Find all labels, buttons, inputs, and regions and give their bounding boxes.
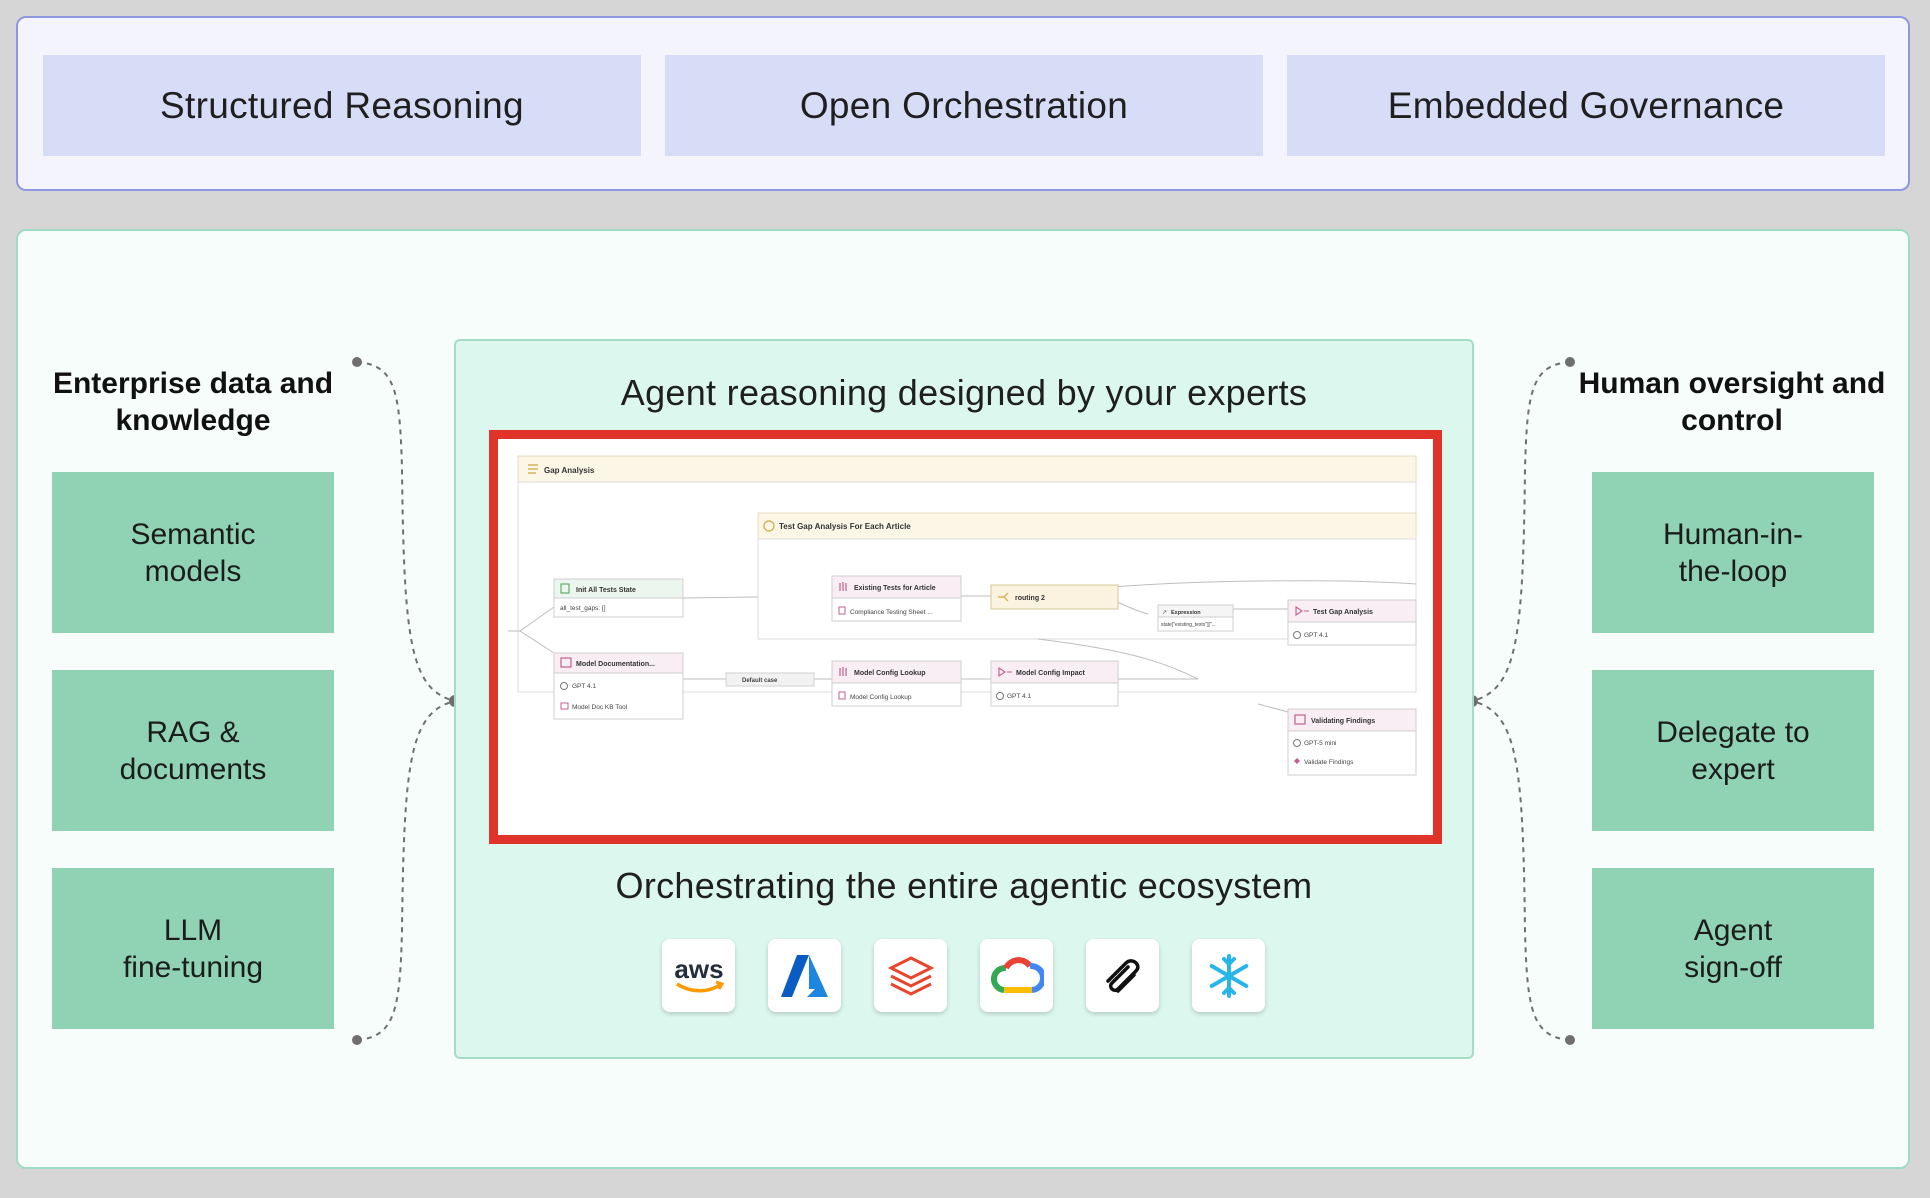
svg-text:Test Gap Analysis: Test Gap Analysis: [1313, 609, 1373, 616]
svg-text:Model Config Impact: Model Config Impact: [1016, 670, 1086, 677]
svg-text:Model Doc KB Tool: Model Doc KB Tool: [572, 704, 628, 711]
left-bracket-dot-bottom: [352, 1035, 362, 1045]
node-validating-findings: Validating Findings GPT-5 mini Validate …: [1287, 708, 1417, 776]
left-column-title: Enterprise data and knowledge: [52, 367, 334, 437]
tile-line: Semantic: [130, 517, 256, 551]
node-existing-tests: Existing Tests for Article Compliance Te…: [831, 575, 962, 622]
svg-text:GPT 4.1: GPT 4.1: [1007, 693, 1031, 700]
svg-text:Validating Findings: Validating Findings: [1311, 718, 1375, 725]
google-cloud-logo-icon: [980, 939, 1053, 1012]
diamond-icon: [1294, 758, 1300, 764]
svg-text:all_test_gaps: []: all_test_gaps: []: [560, 605, 606, 612]
tile-line: LLM: [163, 913, 223, 947]
svg-text:Compliance Testing Sheet ...: Compliance Testing Sheet ...: [850, 609, 933, 616]
tile-line: documents: [119, 752, 267, 786]
svg-text:Existing Tests for Article: Existing Tests for Article: [854, 585, 936, 592]
tile-line: fine-tuning: [122, 950, 264, 984]
svg-text:Model Documentation...: Model Documentation...: [576, 661, 655, 668]
right-bracket-bottom: [1471, 700, 1571, 1041]
snowflake-logo-icon: [1192, 939, 1265, 1012]
aws-logo-text: aws: [674, 954, 723, 984]
pillar-embedded-governance: Embedded Governance: [1287, 55, 1885, 156]
node-test-gap-analysis: Test Gap Analysis GPT 4.1: [1287, 599, 1417, 646]
llm-icon: [1294, 714, 1306, 725]
pillar-structured-reasoning: Structured Reasoning: [43, 55, 641, 156]
routing-icon: [998, 592, 1009, 602]
hand-icon: [839, 667, 847, 676]
right-bracket-top: [1471, 361, 1571, 702]
left-bracket-bottom: [356, 700, 456, 1041]
svg-text:Validate Findings: Validate Findings: [1304, 759, 1354, 766]
node-model-config-lookup: Model Config Lookup Model Config Lookup: [831, 660, 962, 707]
center-subtitle: Orchestrating the entire agentic ecosyst…: [615, 865, 1313, 906]
tool-icon: [560, 702, 569, 710]
node-default-case: Default case: [725, 672, 815, 687]
svg-text:GPT 4.1: GPT 4.1: [572, 683, 596, 690]
agent-icon: [1295, 605, 1309, 617]
svg-text:Model Config Lookup: Model Config Lookup: [854, 670, 926, 677]
llm-icon: [560, 657, 572, 668]
tile-line: RAG &: [146, 715, 240, 749]
tile-line: sign-off: [1684, 950, 1782, 984]
tile-line: the-loop: [1678, 554, 1788, 588]
paperclip-logo-icon: [1086, 939, 1159, 1012]
model-dot-icon: [560, 682, 568, 690]
left-bracket-dot-top: [352, 357, 362, 367]
tile-rag-documents: RAG &documents: [52, 670, 334, 831]
workflow-canvas: Gap Analysis Test Gap Analysis For Each …: [498, 439, 1433, 835]
loop-title: Test Gap Analysis For Each Article: [779, 522, 911, 531]
tile-line: expert: [1691, 752, 1775, 786]
node-model-documentation: Model Documentation... GPT 4.1 Model Doc…: [553, 652, 684, 720]
expression-icon: ↗: [1162, 610, 1167, 616]
pillar-open-orchestration: Open Orchestration: [665, 55, 1263, 156]
loop-icon: [763, 520, 775, 532]
svg-text:GPT 4.1: GPT 4.1: [1304, 632, 1328, 639]
svg-text:state["existing_tests"]["...: state["existing_tests"]["...: [1161, 622, 1216, 628]
node-routing-2: routing 2: [990, 584, 1119, 610]
svg-text:Init All Tests State: Init All Tests State: [576, 587, 636, 594]
group-title: Gap Analysis: [544, 466, 595, 475]
svg-text:Model Config Lookup: Model Config Lookup: [850, 694, 912, 701]
pillars-panel: Structured Reasoning Open Orchestration …: [16, 16, 1910, 191]
right-bracket-dot-bottom: [1565, 1035, 1575, 1045]
hand-icon: [839, 582, 847, 591]
tile-line: models: [144, 554, 242, 588]
group-icon: [528, 464, 538, 474]
sheet-icon: [838, 606, 846, 615]
databricks-logo-icon: [874, 939, 947, 1012]
sheet-icon: [838, 691, 846, 700]
right-bracket-dot-top: [1565, 357, 1575, 367]
svg-text:routing 2: routing 2: [1015, 595, 1045, 602]
svg-text:Default case: Default case: [742, 678, 778, 684]
tile-line: Agent: [1693, 913, 1773, 947]
tile-line: Human-in-: [1662, 517, 1804, 551]
svg-text:Expression: Expression: [1171, 610, 1201, 616]
state-icon: [560, 583, 570, 594]
svg-text:GPT-5 mini: GPT-5 mini: [1304, 740, 1337, 747]
node-model-config-impact: Model Config Impact GPT 4.1: [990, 660, 1119, 707]
node-init-all-tests: Init All Tests State all_test_gaps: []: [553, 578, 684, 618]
tile-human-in-the-loop: Human-in-the-loop: [1592, 472, 1874, 633]
node-expression: ↗ Expression state["existing_tests"]["..…: [1157, 604, 1234, 632]
aws-logo-icon: aws: [662, 939, 735, 1012]
workflow-screenshot: Gap Analysis Test Gap Analysis For Each …: [489, 430, 1442, 844]
azure-logo-icon: [768, 939, 841, 1012]
center-title: Agent reasoning designed by your experts: [620, 372, 1308, 413]
tile-line: Delegate to: [1656, 715, 1810, 749]
right-column-title: Human oversight and control: [1578, 367, 1886, 437]
left-bracket-top: [356, 361, 456, 702]
agent-icon: [998, 666, 1012, 678]
